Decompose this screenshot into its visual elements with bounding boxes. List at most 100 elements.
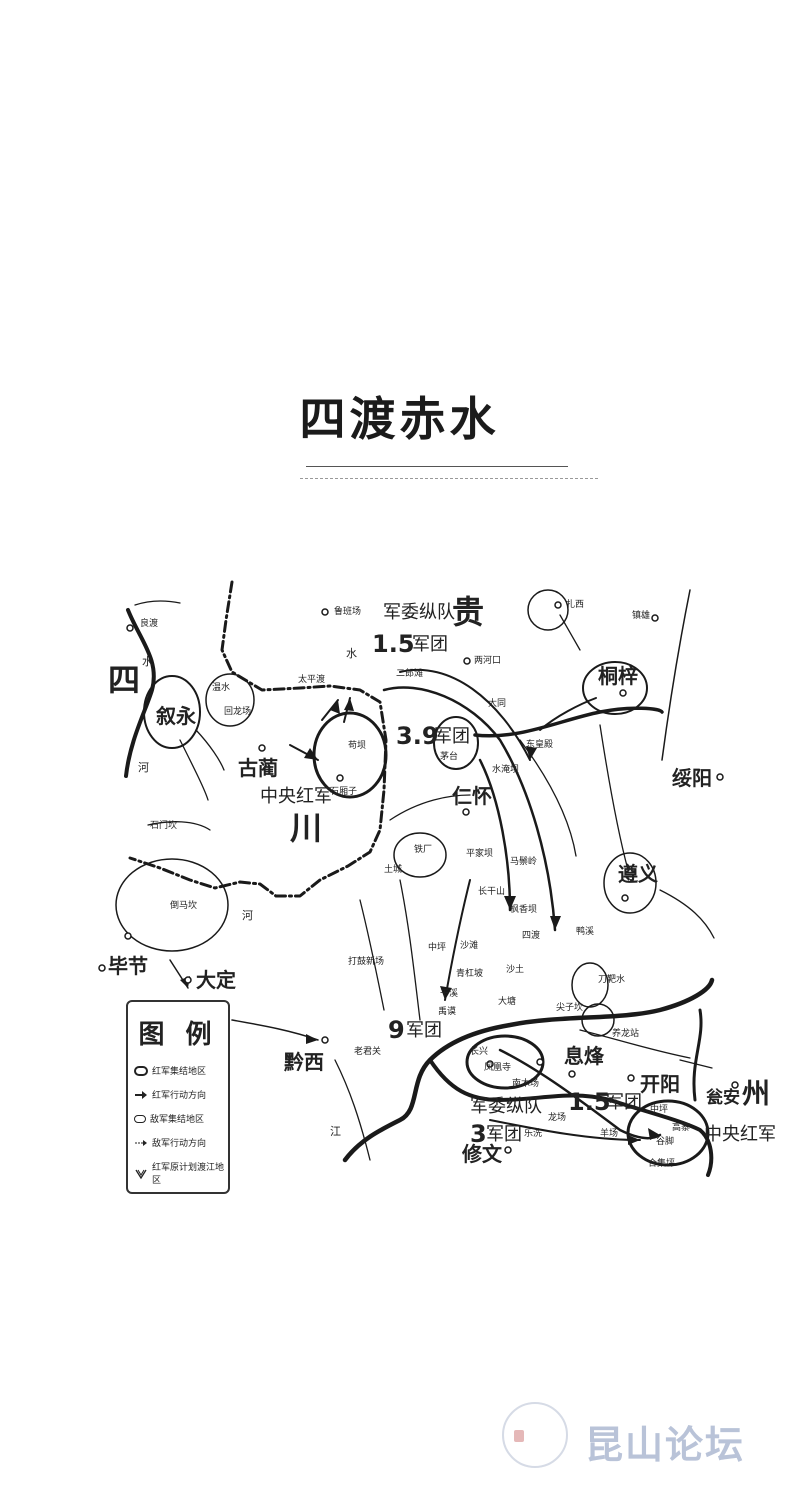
city-gulin: 古蔺 bbox=[238, 756, 278, 780]
enemy-8 bbox=[359, 899, 385, 1011]
place-label: 回龙场 bbox=[224, 707, 252, 717]
arrow-head-11 bbox=[628, 1135, 640, 1145]
place-label: 乐洗 bbox=[524, 1129, 543, 1139]
place-marker bbox=[568, 1070, 576, 1078]
place-label: 羊场 bbox=[600, 1129, 619, 1139]
place-marker bbox=[321, 608, 329, 616]
place-label: 镇雄 bbox=[632, 611, 651, 621]
place-marker bbox=[321, 1036, 329, 1044]
arrow-head-7 bbox=[344, 698, 354, 711]
place-marker bbox=[463, 657, 471, 665]
place-label: 土城 bbox=[384, 865, 403, 875]
zone-tongzi bbox=[582, 661, 648, 715]
unit-corps39-suffix: 军团 bbox=[434, 726, 470, 747]
number-15-top: 1.5 bbox=[372, 630, 415, 658]
place-marker bbox=[504, 1146, 512, 1154]
watermark-text: 昆山论坛 bbox=[585, 1423, 746, 1467]
river-label: 江 bbox=[330, 1125, 341, 1138]
route-corps9 bbox=[444, 879, 471, 1001]
river-upper bbox=[473, 706, 664, 738]
enemy-3 bbox=[559, 614, 581, 651]
arrow-head-1 bbox=[550, 916, 561, 930]
province-si: 四 bbox=[108, 661, 141, 699]
legend-item-red-gather: 红军集结地区 bbox=[134, 1064, 206, 1077]
enemy-9 bbox=[399, 879, 421, 1021]
place-marker bbox=[486, 1060, 494, 1068]
river-wujiang-lower bbox=[428, 1058, 714, 1177]
place-marker bbox=[651, 614, 659, 622]
enemy-6 bbox=[659, 889, 715, 939]
arrow-head-10 bbox=[306, 1034, 318, 1044]
river-label: 河 bbox=[242, 909, 253, 922]
arrow-head-4 bbox=[648, 1128, 660, 1140]
enemy-10 bbox=[334, 1059, 371, 1161]
place-marker bbox=[126, 624, 134, 632]
place-label: 合集坪 bbox=[648, 1159, 676, 1169]
place-label: 东皇殿 bbox=[526, 740, 554, 750]
place-label: 温水 bbox=[212, 683, 231, 693]
place-label: 长干山 bbox=[478, 887, 506, 897]
place-label: 平家坝 bbox=[466, 849, 494, 859]
enemy-14 bbox=[134, 600, 181, 606]
place-label: 太平渡 bbox=[298, 675, 326, 685]
place-label: 养龙站 bbox=[612, 1029, 640, 1039]
place-label: 苟坝 bbox=[348, 741, 367, 751]
city-zunyi: 遵义 bbox=[618, 862, 658, 886]
enemy-gather-icon bbox=[134, 1114, 146, 1123]
place-marker bbox=[124, 932, 132, 940]
route-south-1 bbox=[498, 1048, 662, 1140]
zone-tiechang bbox=[393, 832, 447, 878]
city-xuyong: 叙永 bbox=[156, 704, 196, 728]
red-gather-icon bbox=[134, 1065, 148, 1076]
place-marker bbox=[731, 1081, 739, 1089]
city-xifeng: 息烽 bbox=[564, 1044, 604, 1068]
place-label: 扎西 bbox=[566, 600, 585, 610]
title-underline-dashed bbox=[300, 478, 598, 479]
title-underline bbox=[306, 466, 568, 467]
place-label: 南木场 bbox=[512, 1079, 540, 1089]
enemy-15 bbox=[147, 821, 211, 831]
place-label: 倒马坎 bbox=[170, 901, 198, 911]
unit-corps3-suffix: 军团 bbox=[486, 1124, 522, 1145]
river-east-right bbox=[692, 1008, 703, 1102]
river-label: 水 bbox=[346, 647, 357, 660]
unit-center-red-east: 中央红军 bbox=[704, 1124, 776, 1145]
place-label: 枫香坝 bbox=[510, 905, 538, 915]
legend-label: 红军行动方向 bbox=[152, 1091, 207, 1101]
river-label: 河 bbox=[138, 761, 149, 774]
zone-bijie-west bbox=[115, 858, 229, 952]
unit-corps-top-suffix: 军团 bbox=[412, 634, 448, 655]
legend-item-planned-crossing: 红军原计划渡江地区 bbox=[134, 1160, 228, 1186]
place-label: 禹谟 bbox=[438, 1007, 457, 1017]
place-marker bbox=[336, 774, 344, 782]
place-label: 四渡 bbox=[522, 931, 541, 941]
arrow-head-2 bbox=[504, 896, 516, 910]
enemy-arrow-icon bbox=[134, 1138, 148, 1148]
number-39: 3.9 bbox=[396, 722, 439, 750]
province-gui: 贵 bbox=[452, 593, 485, 631]
place-label: 凤凰寺 bbox=[484, 1063, 512, 1073]
place-label: 茅台 bbox=[440, 752, 459, 762]
place-label: 马鬃岭 bbox=[510, 857, 538, 867]
legend-item-enemy-gather: 敌军集结地区 bbox=[134, 1112, 204, 1125]
place-label: 尖子坎 bbox=[556, 1003, 584, 1013]
place-label: 鸭溪 bbox=[576, 927, 595, 937]
place-label: 石门坎 bbox=[150, 821, 178, 831]
city-suiyang: 绥阳 bbox=[672, 766, 712, 790]
city-bijie: 毕节 bbox=[108, 954, 148, 978]
place-marker bbox=[98, 964, 106, 972]
watermark-logo-icon bbox=[502, 1402, 568, 1468]
place-label: 长兴 bbox=[470, 1047, 489, 1057]
planned-crossing-icon bbox=[134, 1168, 148, 1180]
arrow-head-5 bbox=[304, 748, 318, 760]
unit-junwei-top: 军委纵队 bbox=[383, 602, 455, 623]
zone-gulin bbox=[205, 673, 255, 727]
unit-center-red-west: 中央红军 bbox=[260, 786, 332, 807]
place-label: 良渡 bbox=[140, 619, 159, 629]
enemy-5 bbox=[599, 724, 629, 871]
legend-label: 红军集结地区 bbox=[152, 1067, 207, 1077]
legend-item-red-move: 红军行动方向 bbox=[134, 1088, 206, 1101]
place-label: 中坪 bbox=[650, 1105, 669, 1115]
enemy-11 bbox=[389, 794, 471, 821]
legend-label: 红军原计划渡江地区 bbox=[152, 1163, 225, 1186]
